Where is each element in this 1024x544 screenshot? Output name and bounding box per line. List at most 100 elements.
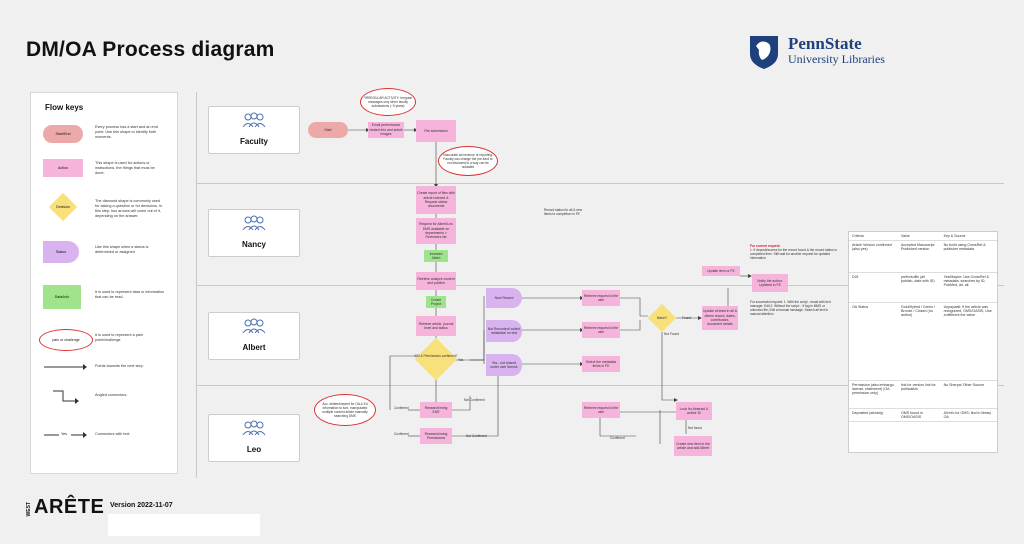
table-cell: prefix/suffix (all publish, date with ID… [897, 272, 941, 303]
not-confirmed-label: Not Confirmed [464, 398, 485, 402]
flow-key-text: Every process has a start and an end poi… [95, 125, 158, 139]
albert-retrieve-request-1: Retrieve request to the user [582, 290, 620, 306]
albert-select-metadata: Select the metadata fields in FE [582, 356, 620, 372]
logo-subname: University Libraries [788, 52, 885, 66]
nancy-record-status: Record status for all & new items to com… [544, 208, 583, 216]
status-not-shared: Yes - not shared under own license [486, 354, 522, 376]
table-cell: Article Version confirmed (also yes) [849, 240, 898, 273]
flow-key-text: Points towards the next step. [95, 364, 144, 368]
not-found-label: Not found [688, 426, 702, 430]
decision-permissions-label: Will & Permissions confirmed? [414, 354, 458, 358]
table-cell: No Sherpa/ Other Source [940, 380, 997, 409]
flow-key-text: Use this shape when a status is determin… [95, 245, 149, 254]
confirmed-label: Confirmed [394, 406, 409, 410]
lane-divider [196, 285, 1004, 388]
faculty-email-action: Email performance related info and artic… [368, 122, 404, 138]
not-found-label: Not Found [664, 332, 679, 336]
pain-point-note: Acc. deleted/reprint for OA & Ed informa… [314, 394, 376, 426]
faculty-file-submission: File submission [416, 120, 456, 142]
pain-point-note: *IRREGULAR ACTIVITY: Irregular messages … [360, 88, 416, 116]
table-row: Deposited (already) OMS found in OMS/OAS… [849, 408, 997, 422]
table-header: Criteria [849, 232, 898, 241]
table-row: Permission (also embargo, license, state… [849, 380, 997, 409]
pennstate-logo: PennState University Libraries [748, 34, 908, 74]
people-icon [242, 112, 266, 128]
text-connector-icon [44, 432, 87, 438]
table-cell: No build using CrossRef & publisher meta… [940, 240, 997, 273]
albert-retrieve-request-2: Retrieve request to the user [582, 322, 620, 338]
current-request-label: For current request: [750, 244, 781, 248]
logo-name: PennState [788, 34, 862, 53]
albert-update-record: Update at least in all & others record, … [702, 306, 738, 330]
nancy-create-report: Create report of files with article inde… [416, 186, 456, 214]
start-node: Start [308, 122, 348, 138]
flow-key-text: It is used to represent a pain point/cha… [95, 333, 143, 342]
table-cell: Gold/Hybrid / Green / Bronze / Closed (n… [897, 302, 941, 381]
arrow-icon [44, 364, 87, 370]
table-cell: Accepted Manuscript Published version [897, 240, 941, 273]
leo-research-permissions: Research/ming Permissions [420, 428, 452, 444]
criteria-table-grid: Criteria Value Key & Source Article Vers… [849, 232, 997, 422]
table-row: OA Status Gold/Hybrid / Green / Bronze /… [849, 302, 997, 381]
albert-retrieve-analyze: Retrieve analyze content and publish [416, 272, 456, 290]
table-row: DOI prefix/suffix (all publish, date wit… [849, 272, 997, 303]
leo-create-item: Create new item in the article and add A… [674, 436, 712, 456]
flow-keys-panel: Flow keys Start/End Every process has a … [30, 92, 178, 474]
table-cell: DOI [849, 272, 898, 303]
page-title: DM/OA Process diagram [26, 38, 275, 61]
leo-retrieve-request: Retrieve request to the user [582, 402, 620, 418]
pain-point-note: Inaccurate ad revenue or reporting. Facu… [438, 146, 498, 176]
lane-divider [196, 183, 1004, 286]
flow-keys-header: Flow keys [45, 103, 84, 112]
yes-label: Yes [458, 358, 464, 362]
albert-notify-author: Notify the author. Updated in FE [752, 274, 788, 292]
table-row: Article Version confirmed (also yes) Acc… [849, 240, 997, 273]
lane-nancy: Nancy [208, 209, 300, 257]
people-icon [242, 318, 266, 334]
future-request-note: For successful request: 1. With the scri… [750, 300, 831, 316]
nittany-lion-shield-icon [750, 36, 778, 69]
table-header: Key & Source [940, 232, 997, 241]
confirmed-label: Confirmed [610, 436, 625, 440]
table-header-row: Criteria Value Key & Source [849, 232, 997, 241]
start-end-swatch: Start/End [43, 125, 83, 143]
found-label: Found [682, 316, 692, 320]
status-not-recorded: Not Recorded/ collect metadata/ no text [486, 320, 522, 342]
albert-create-project: Create Project [426, 296, 446, 308]
lane-label: Nancy [241, 240, 266, 249]
flow-key-text: Angled connectors. [95, 393, 128, 397]
albert-retrieve-article: Retrieve article, journal level and stat… [416, 316, 456, 336]
table-cell: Deposited (already) [849, 408, 898, 422]
table-header: Value [897, 232, 941, 241]
blank-area [108, 514, 260, 536]
not-confirmed-label: Not Confirmed [466, 434, 487, 438]
table-cell: OA Status [849, 302, 898, 381]
action-swatch: Action [43, 159, 83, 177]
lane-label: Leo [246, 445, 262, 454]
albert-update-item: Update item or FE [702, 266, 740, 276]
table-cell: Yes/Maybe: Use CrossRef & metadata, sear… [940, 272, 997, 303]
lane-albert: Albert [208, 312, 300, 360]
table-cell: Permission (also embargo, license, state… [849, 380, 898, 409]
current-request-note: For current request: 1. If deposit/acces… [750, 244, 838, 260]
lane-label: Albert [242, 343, 266, 352]
flow-key-text: It is used to represent data or informat… [95, 290, 165, 299]
nancy-request-albert: Request for Albert/Leo DMS available on … [416, 218, 456, 244]
yes-label: Yes [61, 432, 67, 436]
lane-divider [196, 385, 1004, 488]
status-new-record: New Record [486, 288, 522, 308]
nancy-invested-albert: Invested Albert [424, 250, 448, 262]
current-request-text: 1. If deposit/access for the record foun… [750, 248, 837, 260]
decision-match-label: Match? [656, 316, 668, 320]
pain-point-swatch: pain or challenge [39, 329, 93, 351]
data-info-swatch: Data/Info [43, 285, 81, 309]
flow-key-text: Connectors with text. [95, 432, 131, 436]
brand-side-text: WEST [26, 502, 32, 517]
lane-leo: Leo [208, 414, 300, 462]
people-icon [242, 420, 266, 436]
leo-look-abstract: Look for Abstract & author ID [676, 402, 712, 420]
version-label: Version 2022-11-07 [110, 502, 173, 509]
angled-connector-icon [53, 390, 79, 404]
arete-logo: WEST ARÊTE [26, 496, 104, 522]
table-cell: All info for OMS: find in library OA [940, 408, 997, 422]
